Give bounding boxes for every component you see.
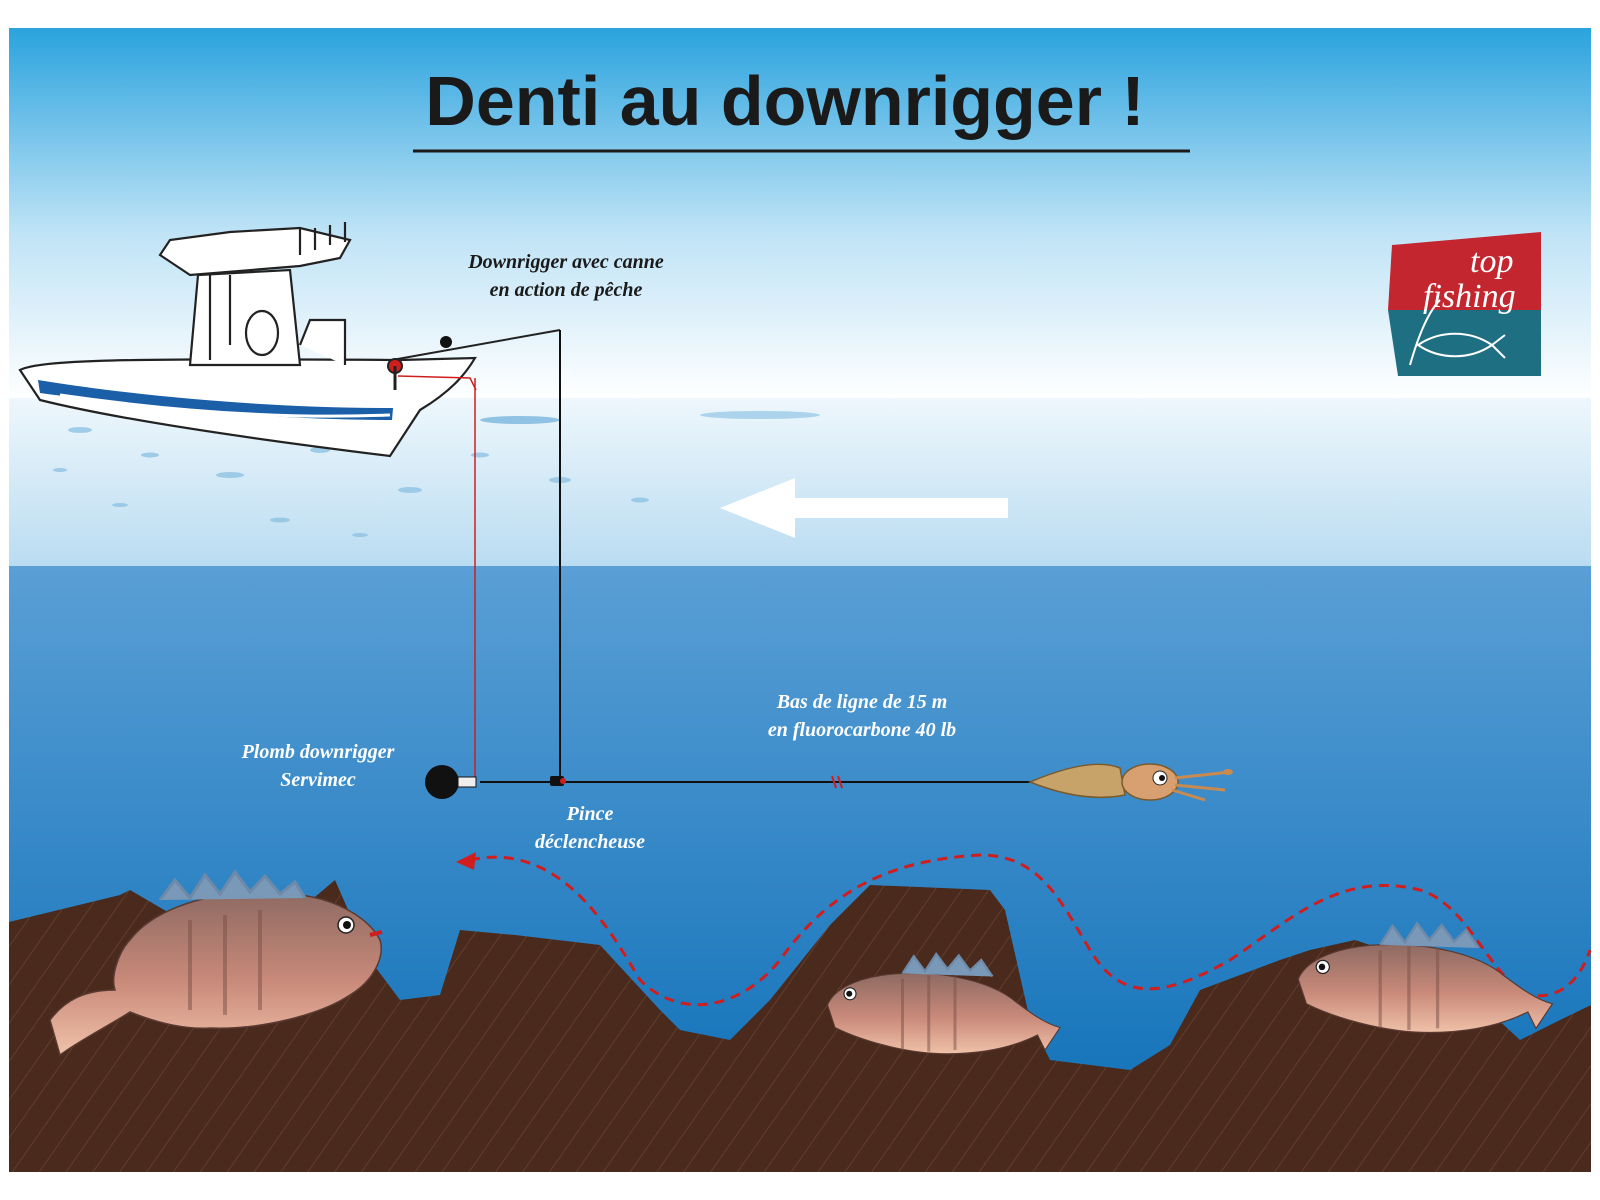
label-pince-line2: déclencheuse bbox=[535, 831, 645, 853]
seabed bbox=[9, 880, 1591, 1172]
label-plomb-line1: Plomb downrigger bbox=[241, 741, 395, 763]
boat-icon bbox=[18, 222, 477, 458]
squid-lure-icon bbox=[1028, 763, 1233, 802]
fishing-rod bbox=[391, 329, 561, 361]
logo-line1: top bbox=[1470, 243, 1513, 280]
page-title: Denti au downrigger ! bbox=[425, 62, 1144, 140]
fish-path-arrowhead bbox=[456, 852, 476, 870]
logo-line2: fishing bbox=[1423, 278, 1516, 315]
label-downrigger-line2: en action de pêche bbox=[490, 279, 643, 301]
top-fishing-logo: top fishing bbox=[1388, 232, 1541, 376]
rod-reel-icon bbox=[440, 336, 452, 348]
label-downrigger-line1: Downrigger avec canne bbox=[467, 251, 664, 273]
label-pince-line1: Pince bbox=[566, 803, 614, 825]
fish-icon bbox=[826, 952, 1061, 1055]
downrigger-rig bbox=[387, 329, 1030, 799]
downrigger-weight-icon bbox=[425, 765, 459, 799]
fish-path bbox=[469, 853, 1592, 1007]
label-bas-line1: Bas de ligne de 15 m bbox=[776, 691, 948, 713]
label-plomb-line2: Servimec bbox=[280, 769, 356, 791]
arrow-left-icon bbox=[720, 478, 1008, 538]
fish-icon bbox=[1297, 921, 1554, 1034]
release-clip-icon bbox=[550, 776, 564, 786]
label-bas-line2: en fluorocarbone 40 lb bbox=[768, 719, 956, 741]
fish-icon bbox=[49, 869, 383, 1057]
fish-outline-icon bbox=[1416, 332, 1506, 359]
